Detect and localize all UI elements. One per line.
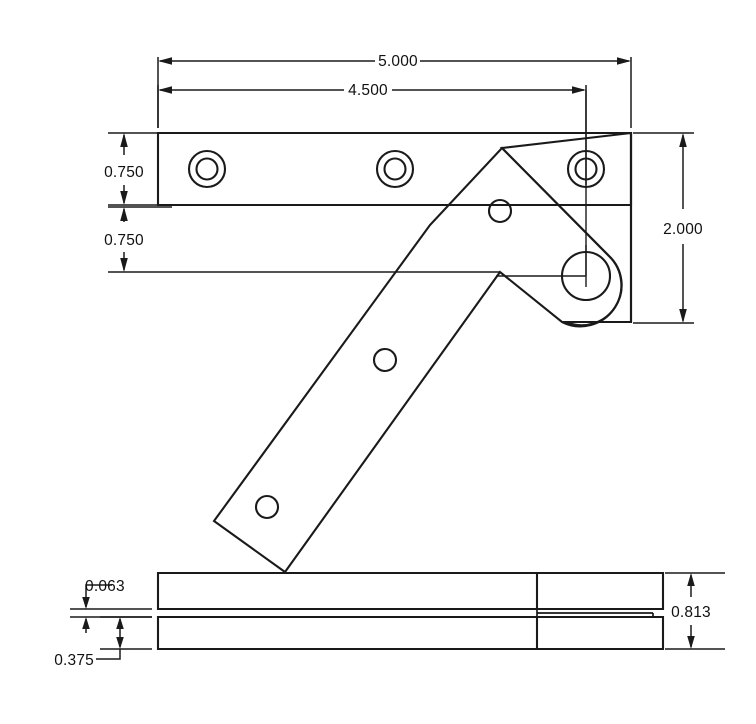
countersunk-hole-2 xyxy=(375,149,415,189)
leader-0063 xyxy=(85,584,112,593)
dimension-offset-width: 0.750 xyxy=(104,206,500,273)
dimension-lower-bar-thickness: 0.375 xyxy=(54,616,152,669)
dim-label-0813: 0.813 xyxy=(671,604,711,621)
arrow-right-5000 xyxy=(617,57,631,65)
arrow-0750-lower-top xyxy=(120,207,128,221)
dim-label-4500: 4.500 xyxy=(348,82,388,99)
upper-leaf-outline xyxy=(156,131,633,207)
arrow-left-4500 xyxy=(158,86,172,94)
dim-label-5000: 5.000 xyxy=(378,53,418,70)
arrow-0750-upper-bottom xyxy=(120,191,128,205)
arrow-0375-bottom xyxy=(116,637,124,649)
arrow-0063-up xyxy=(82,617,90,629)
lower-leaf-outline xyxy=(499,131,633,327)
countersunk-hole-1 xyxy=(187,149,227,189)
dim-label-0375: 0.375 xyxy=(54,652,94,669)
arrow-left-5000 xyxy=(158,57,172,65)
dim-label-0750-lower: 0.750 xyxy=(104,232,144,249)
arrow-2000-bottom xyxy=(679,309,687,323)
arrow-0063-down xyxy=(82,597,90,609)
section-lower-bar xyxy=(156,615,665,651)
dimension-section-height: 0.813 xyxy=(665,572,725,650)
dimension-gap-thickness: 0.063 xyxy=(70,578,152,633)
arrow-0750-upper-top xyxy=(120,133,128,147)
plain-hole-lower-arm xyxy=(254,494,280,520)
dimension-plate-width: 0.750 xyxy=(104,132,172,206)
arrow-0750-lower-bottom xyxy=(120,258,128,272)
plain-hole-upper xyxy=(487,198,513,224)
arrow-0813-top xyxy=(687,573,695,586)
swing-arm-outline xyxy=(212,146,623,574)
plain-hole-mid-arm xyxy=(372,347,398,373)
arrow-2000-top xyxy=(679,133,687,147)
arrow-0813-bottom xyxy=(687,636,695,649)
top-view-group xyxy=(156,131,633,574)
dim-label-0063: 0.063 xyxy=(85,578,125,595)
dimension-hole-spacing: 4.500 xyxy=(157,82,587,276)
dimension-overall-height: 2.000 xyxy=(633,132,703,324)
dimension-overall-length: 5.000 xyxy=(157,53,632,128)
arrow-right-4500 xyxy=(572,86,586,94)
section-view-group xyxy=(156,571,665,651)
dim-label-2000: 2.000 xyxy=(663,221,703,238)
section-upper-bar xyxy=(156,571,665,611)
dim-label-0750-upper: 0.750 xyxy=(104,164,144,181)
leader-0375 xyxy=(96,649,121,660)
arrow-0375-top xyxy=(116,617,124,629)
